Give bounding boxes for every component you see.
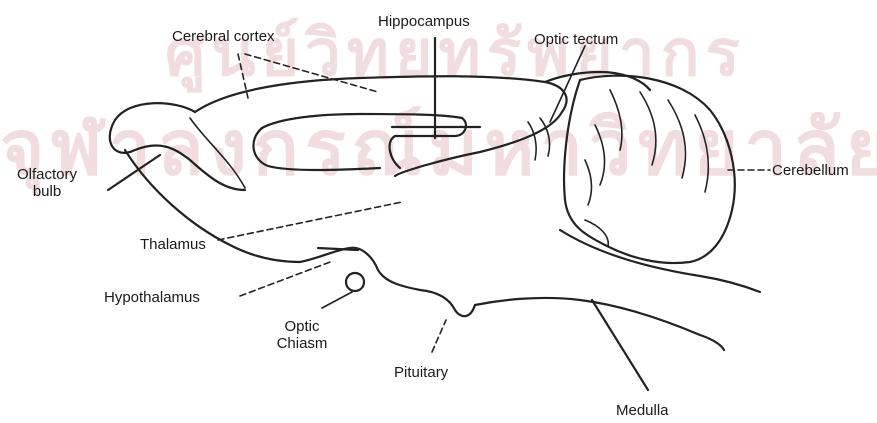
cerebellum-outline xyxy=(564,76,735,263)
label-optic-chiasm: Optic Chiasm xyxy=(262,318,342,352)
label-optic-tectum: Optic tectum xyxy=(534,31,618,48)
label-medulla: Medulla xyxy=(616,402,669,419)
hypothalamus-pointer xyxy=(240,262,330,296)
label-pituitary: Pituitary xyxy=(394,364,448,381)
brainstem-outline xyxy=(475,298,724,350)
label-olfactory-line-1: Olfactory xyxy=(2,166,92,183)
olfactory-bulb-inner xyxy=(190,118,245,188)
pituitary-pointer xyxy=(432,320,446,352)
olfactory-bulb-outline xyxy=(110,103,245,190)
chiasm-loop xyxy=(346,273,364,291)
thalamus-pointer xyxy=(218,202,402,240)
label-cerebellum: Cerebellum xyxy=(772,162,849,179)
label-hypothalamus: Hypothalamus xyxy=(104,289,200,306)
cerebellum-folia xyxy=(585,90,708,246)
label-optic-chiasm-line-1: Optic xyxy=(262,318,342,335)
tectum-lines xyxy=(528,118,550,160)
label-olfactory-line-2: bulb xyxy=(2,183,92,200)
label-thalamus: Thalamus xyxy=(140,236,206,253)
brainstem-dorsal xyxy=(560,230,760,292)
label-optic-chiasm-line-2: Chiasm xyxy=(262,335,342,352)
label-cerebral-cortex: Cerebral cortex xyxy=(172,28,275,45)
forebrain-dorsal-outline xyxy=(195,76,567,176)
optic-chiasm-pointer xyxy=(322,292,352,308)
label-hippocampus: Hippocampus xyxy=(378,13,470,30)
label-olfactory-bulb: Olfactory bulb xyxy=(2,166,92,200)
cortex-inner-curve xyxy=(253,128,380,170)
